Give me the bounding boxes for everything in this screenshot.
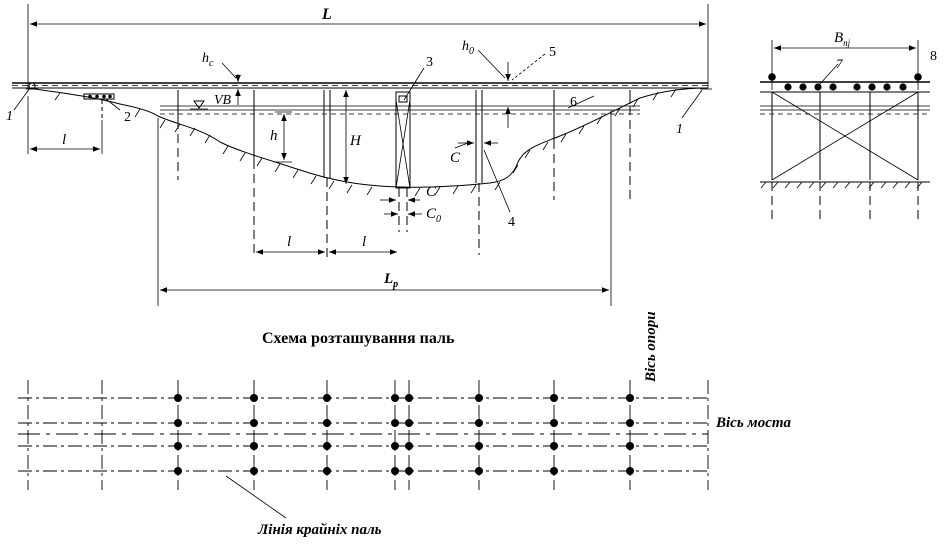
cross-beams <box>768 73 922 91</box>
h0-label: h0 <box>462 39 474 57</box>
callout-5: 5 <box>549 45 556 60</box>
C-right-leader <box>454 142 469 149</box>
elevation-view: L 1 1 2 l <box>6 4 712 306</box>
central-pier-cap <box>398 95 408 103</box>
C0-label: C0 <box>426 206 441 225</box>
cross-brace-2 <box>771 91 919 181</box>
span-l-mid1-label: l <box>287 234 291 250</box>
hc-leader <box>221 62 237 79</box>
callout-6: 6 <box>570 95 577 110</box>
h0-leader <box>477 49 506 79</box>
Lp-label: Lp <box>383 271 398 290</box>
callout-2-leader <box>105 98 121 111</box>
callout-5-leader <box>511 53 546 81</box>
callout-7-leader <box>819 63 839 85</box>
plan-title: Схема розташування паль <box>262 330 455 347</box>
plan-pier-axes <box>27 380 709 490</box>
overall-length-label: L <box>321 6 332 23</box>
central-pier-brace-2 <box>395 99 411 189</box>
C-bottom-label: C <box>426 184 437 200</box>
plan-piles <box>174 394 634 475</box>
ground-profile <box>27 87 709 188</box>
callout-2: 2 <box>124 110 131 125</box>
plan-view: Схема розташування паль <box>18 311 792 538</box>
central-pier-frame <box>395 91 411 189</box>
approach-slab <box>83 93 115 100</box>
callout-1-right-leader <box>681 89 703 119</box>
bnj-label: Bпј <box>834 30 851 48</box>
pier-piles <box>177 90 631 258</box>
pier-axis-label: Вісь опори <box>643 311 659 383</box>
callout-1-right: 1 <box>676 122 683 137</box>
edge-piles-leader <box>225 475 287 519</box>
bridge-axis-label: Вісь моста <box>715 415 792 431</box>
water-level-label: VB <box>214 93 232 108</box>
central-pier <box>395 91 411 232</box>
hc-label: hc <box>202 51 214 69</box>
edge-piles-label: Лінія крайніх паль <box>257 522 382 538</box>
span-l-left-label: l <box>62 132 66 148</box>
cross-section-view: Bпј 7 8 <box>760 30 937 222</box>
h-label: h <box>270 128 278 144</box>
callout-4-leader <box>483 149 511 213</box>
ground-hatching <box>54 88 677 197</box>
callout-7: 7 <box>836 56 843 71</box>
water-level-triangle <box>193 100 205 109</box>
H-label: H <box>349 133 362 149</box>
cross-ground-hatch <box>760 181 923 189</box>
span-l-mid2-label: l <box>362 234 366 250</box>
callout-1-left: 1 <box>6 109 13 124</box>
callout-3-leader <box>403 67 425 101</box>
callout-6-leader <box>567 95 595 109</box>
callout-4: 4 <box>508 215 515 230</box>
callout-1-left-leader <box>13 87 31 111</box>
callout-3: 3 <box>426 55 433 70</box>
callout-8: 8 <box>930 49 937 64</box>
C-right-label: C <box>450 150 461 166</box>
